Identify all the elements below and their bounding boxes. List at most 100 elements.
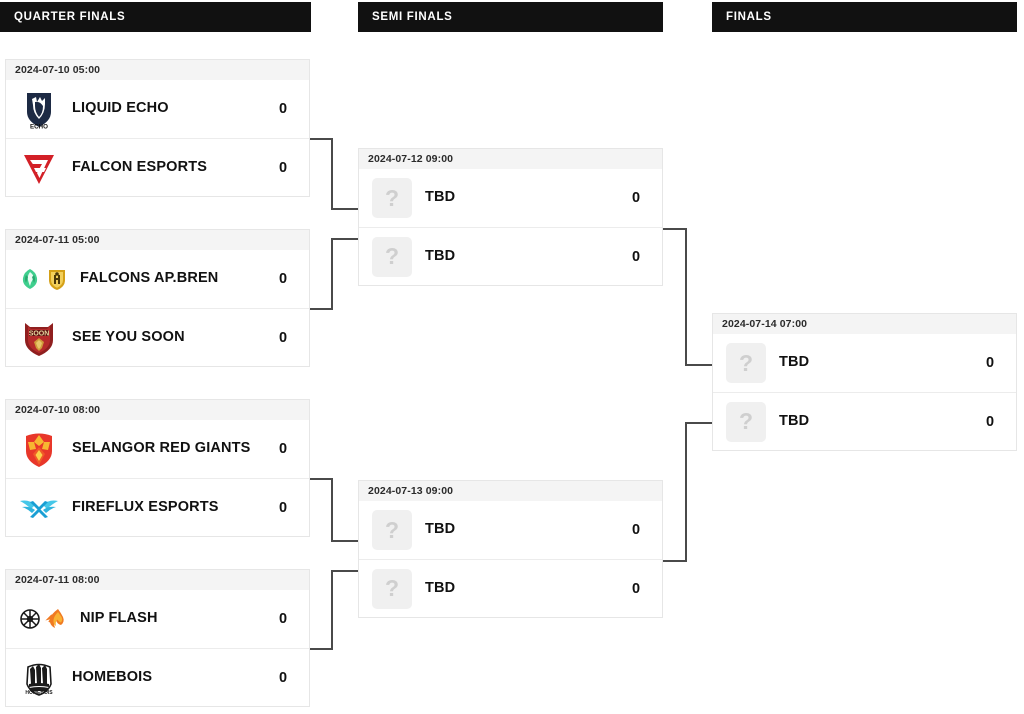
team-score: 0 [278,329,288,346]
selangor-red-giants-logo [16,426,62,472]
svg-text:HOMEBOIS: HOMEBOIS [25,690,53,696]
team-name: TBD [779,412,810,429]
svg-text:ECHO: ECHO [30,124,48,131]
match-date: 2024-07-11 08:00 [6,569,309,590]
team-row[interactable]: FIREFLUX ESPORTS 0 [6,478,309,536]
match-card-qf4[interactable]: 2024-07-11 08:00 NIP FLASH 0 [5,569,310,707]
team-name: LIQUID ECHO [72,100,169,117]
match-date: 2024-07-10 05:00 [6,59,309,80]
connector-qf4-rise [331,570,333,650]
question-mark-icon: ? [726,401,766,442]
fireflux-esports-logo [16,485,62,531]
connector-sf2-rise [685,422,687,562]
connector-qf3-drop [331,478,333,541]
match-card-qf2[interactable]: 2024-07-11 05:00 FALCONS AP.BREN 0 [5,229,310,367]
team-score: 0 [278,101,288,117]
match-date: 2024-07-13 09:00 [359,480,662,501]
team-row[interactable]: ? TBD 0 [359,501,662,559]
round-header-quarter-finals: QUARTER FINALS [0,2,311,32]
team-name: TBD [425,521,456,538]
liquid-echo-logo: ECHO [16,86,62,132]
team-row[interactable]: ECHO LIQUID ECHO 0 [6,80,309,138]
question-mark-icon: ? [372,568,412,609]
connector-qf1-drop [331,138,333,210]
connector-sf2-out [659,560,687,562]
round-header-label: QUARTER FINALS [14,11,126,23]
team-row[interactable]: ? TBD 0 [359,227,662,285]
match-card-final[interactable]: 2024-07-14 07:00 ? TBD 0 ? TBD 0 [712,313,1017,451]
team-score: 0 [631,522,641,538]
team-name: TBD [425,189,456,206]
connector-into-sf1-bottom [331,238,359,240]
match-card-sf2[interactable]: 2024-07-13 09:00 ? TBD 0 ? TBD 0 [358,480,663,618]
team-name: TBD [779,354,810,371]
team-name: FALCON ESPORTS [72,158,208,175]
team-score: 0 [631,190,641,206]
tbd-placeholder-icon: ? [723,340,769,386]
connector-qf3-out [305,478,333,480]
team-score: 0 [278,271,288,287]
round-header-finals: FINALS [712,2,1017,32]
team-name: HOMEBOIS [72,668,153,685]
connector-into-final-top [685,364,713,366]
team-row[interactable]: ? TBD 0 [713,392,1016,450]
team-score: 0 [631,580,641,597]
team-score: 0 [985,413,995,430]
round-header-label: FINALS [726,11,772,23]
match-date: 2024-07-14 07:00 [713,313,1016,334]
match-date: 2024-07-11 05:00 [6,229,309,250]
nip-flash-logo [16,596,70,642]
team-score: 0 [278,159,288,176]
connector-into-final-bottom [685,422,713,424]
team-row[interactable]: SOON SEE YOU SOON 0 [6,308,309,366]
connector-into-sf2-top [331,540,359,542]
connector-into-sf1-top [331,208,359,210]
team-score: 0 [278,441,288,457]
match-date: 2024-07-10 08:00 [6,399,309,420]
question-mark-icon: ? [726,343,766,383]
falcons-apbren-logo [16,256,70,302]
tbd-placeholder-icon: ? [369,566,415,612]
team-score: 0 [278,669,288,686]
team-row[interactable]: ? TBD 0 [359,559,662,617]
team-name: TBD [425,579,456,596]
team-name: SELANGOR RED GIANTS [72,440,251,457]
question-mark-icon: ? [372,178,412,218]
connector-qf2-out [305,308,333,310]
connector-qf4-out [305,648,333,650]
team-row[interactable]: ? TBD 0 [359,169,662,227]
round-header-semi-finals: SEMI FINALS [358,2,663,32]
team-name: FALCONS AP.BREN [80,270,219,287]
connector-qf2-rise [331,238,333,310]
see-you-soon-logo: SOON [16,315,62,361]
team-row[interactable]: FALCONS AP.BREN 0 [6,250,309,308]
question-mark-icon: ? [372,236,412,277]
team-score: 0 [278,611,288,627]
team-score: 0 [985,355,995,371]
team-row[interactable]: NIP FLASH 0 [6,590,309,648]
svg-text:SOON: SOON [29,330,50,337]
tbd-placeholder-icon: ? [369,175,415,221]
match-card-qf3[interactable]: 2024-07-10 08:00 SELANGOR RED GIANTS 0 [5,399,310,537]
team-name: TBD [425,247,456,264]
connector-sf1-drop [685,228,687,366]
team-name: FIREFLUX ESPORTS [72,498,219,515]
connector-sf1-out [659,228,687,230]
team-name: NIP FLASH [80,610,158,627]
team-row[interactable]: HOMEBOIS HOMEBOIS 0 [6,648,309,706]
question-mark-icon: ? [372,510,412,550]
team-row[interactable]: ? TBD 0 [713,334,1016,392]
match-card-sf1[interactable]: 2024-07-12 09:00 ? TBD 0 ? TBD 0 [358,148,663,286]
connector-qf1-out [305,138,333,140]
connector-into-sf2-bottom [331,570,359,572]
match-date: 2024-07-12 09:00 [359,148,662,169]
match-card-qf1[interactable]: 2024-07-10 05:00 ECHO LIQUID ECHO 0 [5,59,310,197]
team-row[interactable]: SELANGOR RED GIANTS 0 [6,420,309,478]
tbd-placeholder-icon: ? [369,507,415,553]
team-score: 0 [278,499,288,516]
team-name: SEE YOU SOON [72,328,185,345]
team-row[interactable]: FALCON ESPORTS 0 [6,138,309,196]
falcon-esports-logo [16,145,62,191]
tbd-placeholder-icon: ? [369,234,415,280]
